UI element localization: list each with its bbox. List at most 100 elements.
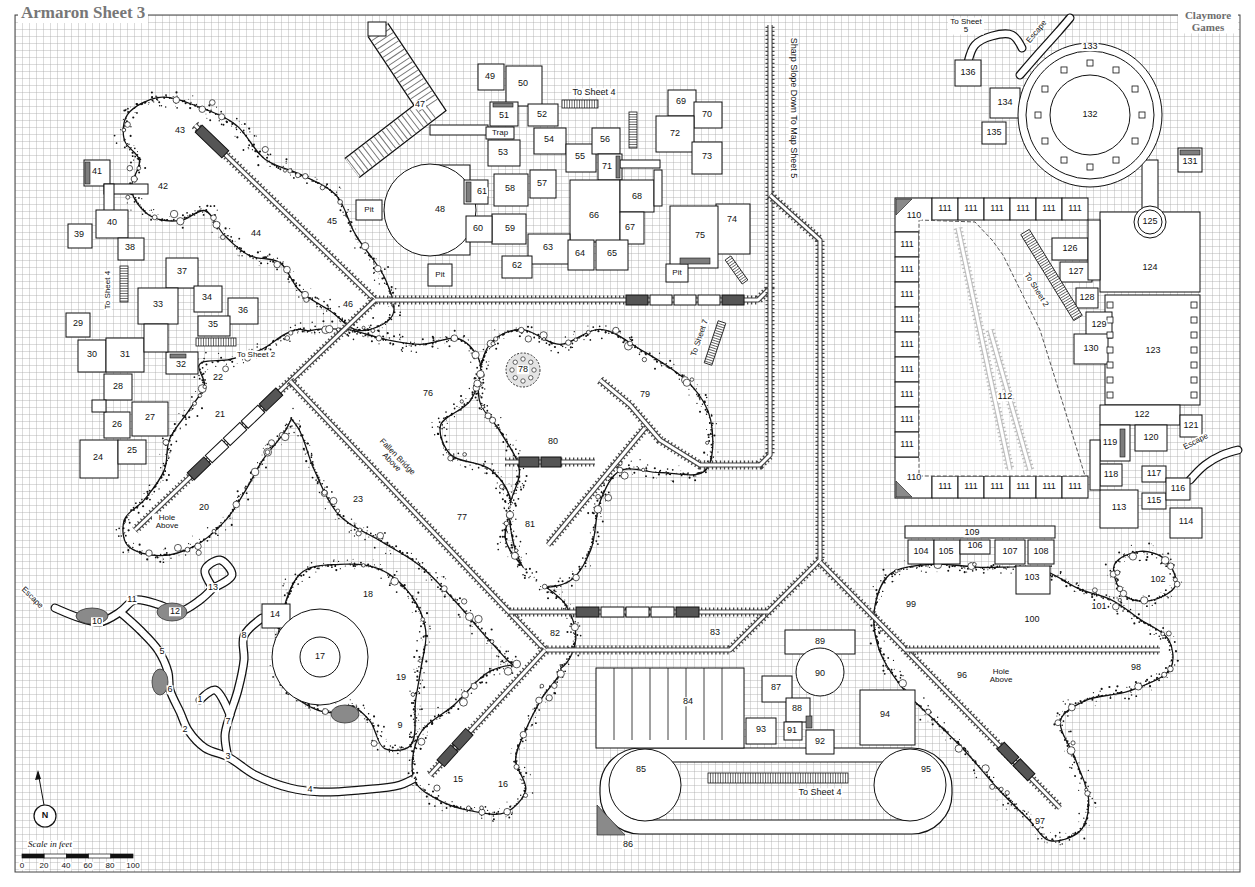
rock-stipple: [511, 544, 513, 546]
rock-stipple: [421, 566, 422, 567]
rock-stipple: [496, 655, 498, 657]
rock-stipple: [253, 477, 254, 478]
rock-stipple: [645, 353, 647, 355]
rock-stipple: [679, 379, 680, 380]
rock-stipple: [381, 272, 382, 273]
rock-stipple: [472, 350, 473, 351]
rock-stipple: [437, 433, 438, 434]
rock-stipple: [479, 364, 481, 366]
rock-stipple: [248, 148, 249, 149]
rock-stipple: [454, 330, 456, 332]
rock-stipple: [254, 150, 256, 152]
rock-stipple: [437, 577, 438, 578]
rock-stipple: [237, 497, 238, 498]
rock-stipple: [268, 154, 269, 155]
rock-stipple: [323, 301, 325, 303]
rock-stipple: [390, 553, 391, 554]
rock-stipple: [176, 107, 178, 109]
rock-stipple: [188, 543, 189, 544]
rock-stipple: [308, 451, 309, 452]
rock-stipple: [316, 303, 318, 305]
rock-stipple: [124, 138, 125, 139]
rock-stipple: [199, 206, 201, 208]
rock-stipple: [203, 376, 204, 377]
rock-stipple: [194, 104, 196, 106]
rock-stipple: [195, 391, 196, 392]
rock-stipple: [568, 662, 569, 663]
rock-stipple: [506, 529, 508, 531]
rock-stipple: [224, 227, 226, 229]
rock-stipple: [678, 374, 680, 376]
rock-stipple: [660, 362, 661, 363]
rock-stipple: [122, 527, 124, 529]
rock-stipple: [414, 342, 415, 343]
rock-stipple: [435, 342, 436, 343]
rock-stipple: [175, 91, 177, 93]
rock-stipple: [173, 554, 174, 555]
rock-stipple: [552, 343, 553, 344]
rock-stipple: [575, 644, 576, 645]
rock-stipple: [278, 438, 279, 439]
rock-stipple: [564, 604, 566, 606]
rock-stipple: [546, 342, 548, 344]
rock-stipple: [253, 144, 255, 146]
rock-stipple: [346, 520, 347, 521]
rock-stipple: [311, 321, 312, 322]
rock-stipple: [305, 453, 306, 454]
rock-stipple: [426, 580, 427, 581]
rock-stipple: [349, 224, 351, 226]
rock-stipple: [504, 656, 506, 658]
rock-stipple: [481, 465, 482, 466]
rock-stipple: [330, 503, 331, 504]
rock-stipple: [509, 506, 510, 507]
rock-stipple: [608, 330, 609, 331]
rock-stipple: [252, 149, 253, 150]
rock-stipple: [142, 208, 144, 210]
rock-stipple: [602, 329, 603, 330]
rock-stipple: [116, 142, 118, 144]
rock-stipple: [123, 139, 124, 140]
rock-stipple: [661, 365, 663, 367]
rock-stipple: [135, 197, 137, 199]
rock-stipple: [487, 640, 489, 642]
rock-stipple: [185, 554, 186, 555]
rock-stipple: [306, 453, 307, 454]
rock-stipple: [641, 352, 642, 353]
rock-stipple: [518, 564, 520, 566]
rock-stipple: [699, 411, 701, 413]
rock-stipple: [139, 544, 141, 546]
rock-stipple: [158, 488, 159, 489]
rock-stipple: [443, 417, 445, 419]
rock-stipple: [169, 457, 170, 458]
rock-stipple: [469, 464, 470, 465]
rock-stipple: [387, 266, 389, 268]
rock-stipple: [405, 554, 406, 555]
rock-stipple: [471, 352, 472, 353]
rock-stipple: [170, 435, 172, 437]
rock-stipple: [232, 122, 234, 124]
rock-stipple: [326, 183, 328, 185]
rock-stipple: [480, 367, 481, 368]
rock-stipple: [308, 331, 309, 332]
rock-stipple: [590, 339, 592, 341]
rock-stipple: [295, 423, 296, 424]
rock-stipple: [717, 452, 718, 453]
rock-stipple: [227, 238, 228, 239]
rock-stipple: [207, 369, 208, 370]
rock-stipple: [455, 458, 456, 459]
rock-stipple: [155, 485, 157, 487]
rock-stipple: [460, 409, 462, 411]
rock-stipple: [138, 157, 140, 159]
rock-stipple: [631, 336, 633, 338]
rock-stipple: [129, 512, 130, 513]
rock-stipple: [151, 91, 153, 93]
rock-stipple: [358, 242, 359, 243]
rock-stipple: [503, 529, 505, 531]
rock-stipple: [188, 410, 190, 412]
rock-stipple: [346, 217, 347, 218]
rock-stipple: [251, 255, 253, 257]
rock-stipple: [596, 330, 597, 331]
rock-stipple: [581, 336, 582, 337]
rock-stipple: [158, 480, 159, 481]
rock-stipple: [157, 220, 158, 221]
